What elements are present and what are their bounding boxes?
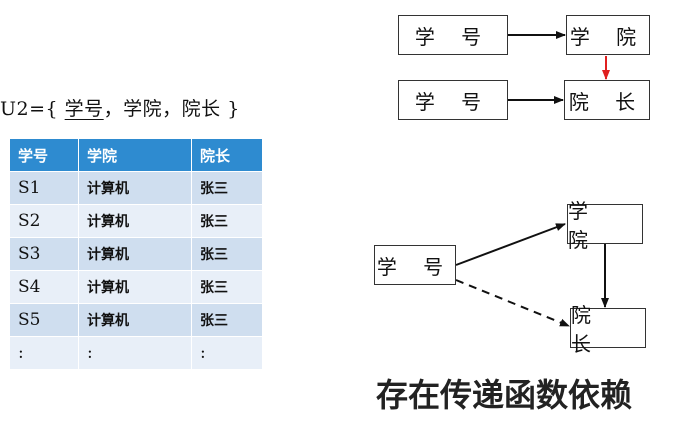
cell-student-id: S3: [9, 237, 79, 271]
box-student-id-bottom: 学 号: [374, 245, 456, 285]
box-school-top: 学 院: [566, 15, 650, 55]
cell-school: 计算机: [78, 303, 192, 337]
cell-student-id: :: [9, 336, 79, 370]
table-row: S5 计算机 张三: [9, 303, 263, 337]
cell-dean: 张三: [191, 204, 263, 238]
box-student-id-top: 学 号: [398, 15, 508, 55]
cell-dean: 张三: [191, 270, 263, 304]
header-student-id: 学号: [9, 138, 79, 172]
cell-dean: 张三: [191, 237, 263, 271]
cell-school: :: [78, 336, 192, 370]
table-row: : : :: [9, 336, 263, 370]
table-row: S4 计算机 张三: [9, 270, 263, 304]
cell-dean: 张三: [191, 303, 263, 337]
relation-rest: ，学院，院长 }: [103, 98, 240, 120]
cell-dean: 张三: [191, 171, 263, 205]
cell-school: 计算机: [78, 237, 192, 271]
relation-definition: U2={ 学号，学院，院长 }: [0, 94, 240, 121]
relation-key: 学号: [64, 98, 104, 120]
cell-school: 计算机: [78, 204, 192, 238]
data-table: 学号 学院 院长 S1 计算机 张三 S2 计算机 张三 S3 计算机 张三 S…: [9, 138, 263, 370]
relation-prefix: U2={: [0, 98, 65, 120]
table-row: S2 计算机 张三: [9, 204, 263, 238]
cell-student-id: S4: [9, 270, 79, 304]
caption-transitive-dependency: 存在传递函数依赖: [376, 376, 633, 414]
box-dean-bottom: 院 长: [570, 303, 646, 356]
cell-student-id: S2: [9, 204, 79, 238]
table-row: S3 计算机 张三: [9, 237, 263, 271]
box-school-bottom: 学 院: [567, 199, 643, 252]
cell-dean: :: [191, 336, 263, 370]
cell-student-id: S1: [9, 171, 79, 205]
arrow-id-to-school: [455, 223, 566, 266]
table-header-row: 学号 学院 院长: [9, 138, 263, 172]
header-dean: 院长: [191, 138, 263, 172]
box-student-id-second: 学 号: [398, 80, 508, 120]
cell-school: 计算机: [78, 270, 192, 304]
box-dean-top: 院 长: [564, 80, 650, 120]
arrow-id-to-dean-transitive: [455, 279, 570, 327]
